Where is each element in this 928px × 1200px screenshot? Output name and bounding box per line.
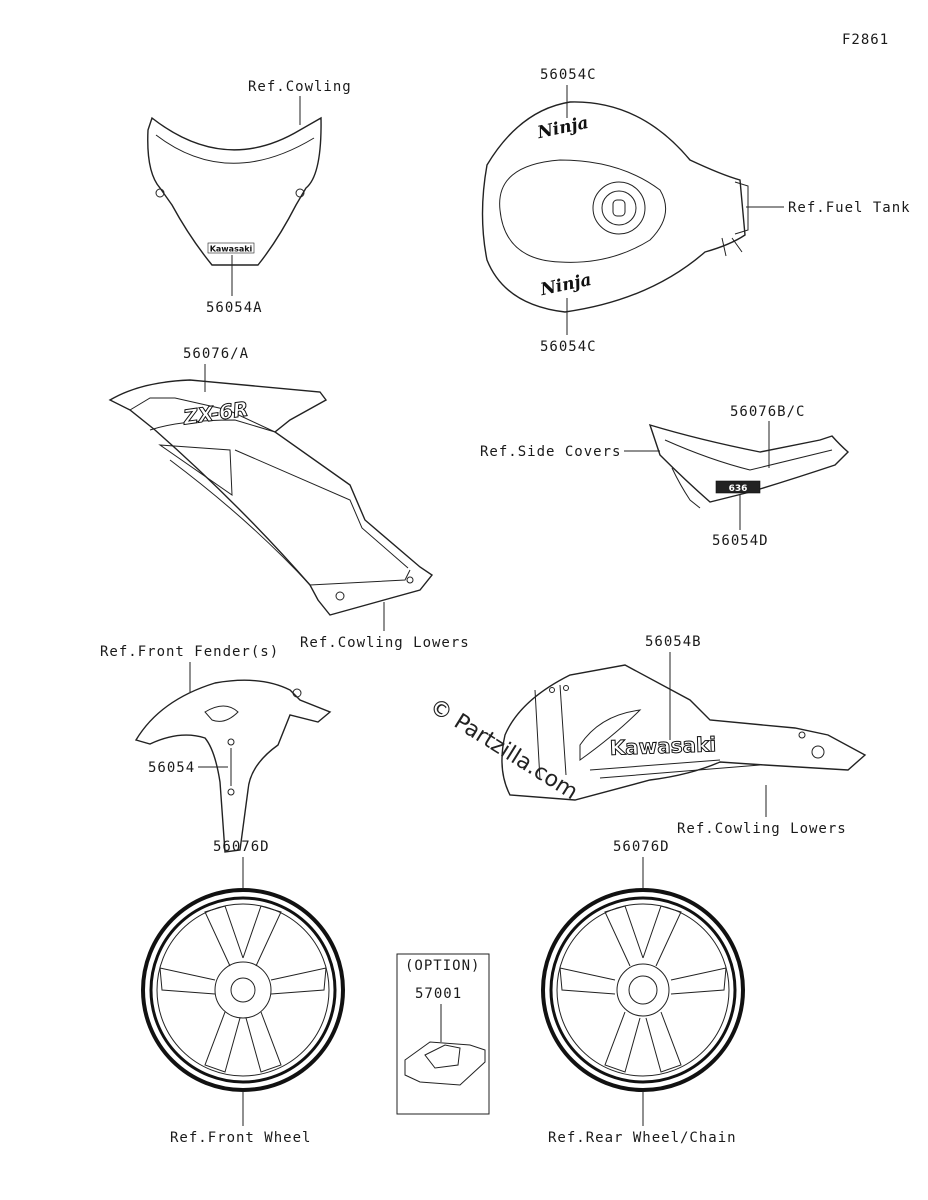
rear-wheel-drawing: [541, 888, 745, 1092]
tank-logo-bottom: Ninja: [538, 270, 594, 300]
option-box: [396, 953, 490, 1115]
windscreen-logo-text: Kawasaki: [210, 245, 253, 254]
front-wheel-drawing: [141, 888, 345, 1092]
side-cover-decal: [715, 480, 761, 494]
callout-56076-A: 56076/A: [183, 346, 249, 362]
callout-ref-fuel-tank: Ref.Fuel Tank: [788, 200, 911, 216]
callout-56076D-front: 56076D: [213, 839, 270, 855]
callout-ref-front-fenders: Ref.Front Fender(s): [100, 644, 279, 660]
callout-option: (OPTION): [405, 958, 480, 974]
callout-ref-cowling-lowers-1: Ref.Cowling Lowers: [300, 635, 470, 651]
fuel-tank-drawing: [481, 101, 749, 313]
callout-ref-cowling: Ref.Cowling: [248, 79, 352, 95]
callout-56054: 56054: [148, 760, 195, 776]
side-cover-drawing: [648, 423, 850, 509]
lower-cowling-drawing: [501, 664, 867, 801]
callout-56054B: 56054B: [645, 634, 702, 650]
watermark-text: © Partzilla.com: [425, 694, 582, 805]
lower-logo-text: Kawasaki: [609, 732, 716, 760]
callout-ref-rear-wheel: Ref.Rear Wheel/Chain: [548, 1130, 737, 1146]
callout-ref-front-wheel: Ref.Front Wheel: [170, 1130, 311, 1146]
callout-56054A: 56054A: [206, 300, 263, 316]
callout-56054C-top: 56054C: [540, 67, 597, 83]
windscreen-drawing: [147, 116, 322, 266]
callout-56076D-rear: 56076D: [613, 839, 670, 855]
figure-id: F2861: [842, 32, 889, 48]
windscreen-logo-decal: [207, 242, 255, 254]
callout-ref-side-covers: Ref.Side Covers: [480, 444, 621, 460]
callout-56054C-bottom: 56054C: [540, 339, 597, 355]
tank-logo-top: Ninja: [535, 113, 591, 143]
callout-56076B-C: 56076B/C: [730, 404, 805, 420]
callout-56054D: 56054D: [712, 533, 769, 549]
side-shroud-drawing: [108, 379, 434, 616]
callout-57001: 57001: [415, 986, 462, 1002]
side-cover-logo-text: 636: [729, 484, 748, 494]
callout-ref-cowling-lowers-2: Ref.Cowling Lowers: [677, 821, 847, 837]
front-fender-drawing: [134, 679, 332, 853]
